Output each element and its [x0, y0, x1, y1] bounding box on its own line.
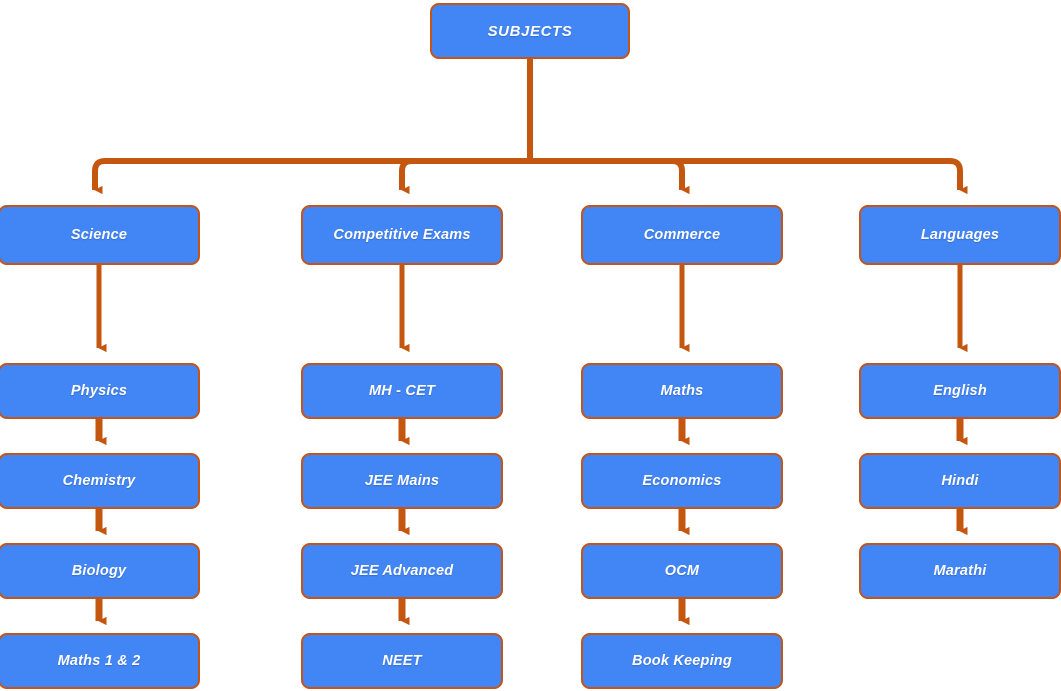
node-label: SUBJECTS — [487, 22, 573, 40]
node-hindi[interactable]: Hindi — [859, 453, 1061, 509]
edge-root-to-commerce — [530, 158, 690, 195]
node-biology[interactable]: Biology — [0, 543, 200, 599]
node-label: JEE Advanced — [350, 563, 454, 579]
node-ocm[interactable]: OCM — [581, 543, 783, 599]
node-jee-advanced[interactable]: JEE Advanced — [301, 543, 503, 599]
node-label: Science — [70, 227, 128, 243]
node-label: NEET — [382, 653, 422, 669]
node-english[interactable]: English — [859, 363, 1061, 419]
node-chemistry[interactable]: Chemistry — [0, 453, 200, 509]
edge-root-to-science — [92, 158, 530, 195]
edge-root-to-competitive-exams — [399, 158, 530, 195]
node-label: Physics — [70, 383, 128, 399]
node-label: Maths — [660, 383, 704, 399]
node-economics[interactable]: Economics — [581, 453, 783, 509]
node-competitive-exams[interactable]: Competitive Exams — [301, 205, 503, 265]
node-label: Biology — [71, 563, 127, 579]
node-label: Marathi — [933, 563, 987, 579]
node-label: Maths 1 & 2 — [57, 653, 141, 669]
node-science[interactable]: Science — [0, 205, 200, 265]
node-commerce[interactable]: Commerce — [581, 205, 783, 265]
node-label: MH - CET — [368, 383, 436, 399]
node-subjects[interactable]: SUBJECTS — [430, 3, 630, 59]
node-label: Book Keeping — [632, 653, 732, 669]
node-label: Hindi — [941, 473, 979, 489]
node-marathi[interactable]: Marathi — [859, 543, 1061, 599]
node-mh-cet[interactable]: MH - CET — [301, 363, 503, 419]
node-book-keeping[interactable]: Book Keeping — [581, 633, 783, 689]
node-neet[interactable]: NEET — [301, 633, 503, 689]
node-maths[interactable]: Maths — [581, 363, 783, 419]
node-jee-mains[interactable]: JEE Mains — [301, 453, 503, 509]
node-physics[interactable]: Physics — [0, 363, 200, 419]
node-label: JEE Mains — [364, 473, 440, 489]
edge-root-to-languages — [530, 158, 968, 195]
node-label: OCM — [664, 563, 700, 579]
node-label: Chemistry — [62, 473, 136, 489]
node-label: Languages — [920, 227, 1000, 243]
node-label: English — [933, 383, 987, 399]
node-languages[interactable]: Languages — [859, 205, 1061, 265]
node-label: Competitive Exams — [333, 227, 471, 243]
node-label: Commerce — [643, 227, 721, 243]
node-label: Economics — [642, 473, 722, 489]
node-maths-1-2[interactable]: Maths 1 & 2 — [0, 633, 200, 689]
